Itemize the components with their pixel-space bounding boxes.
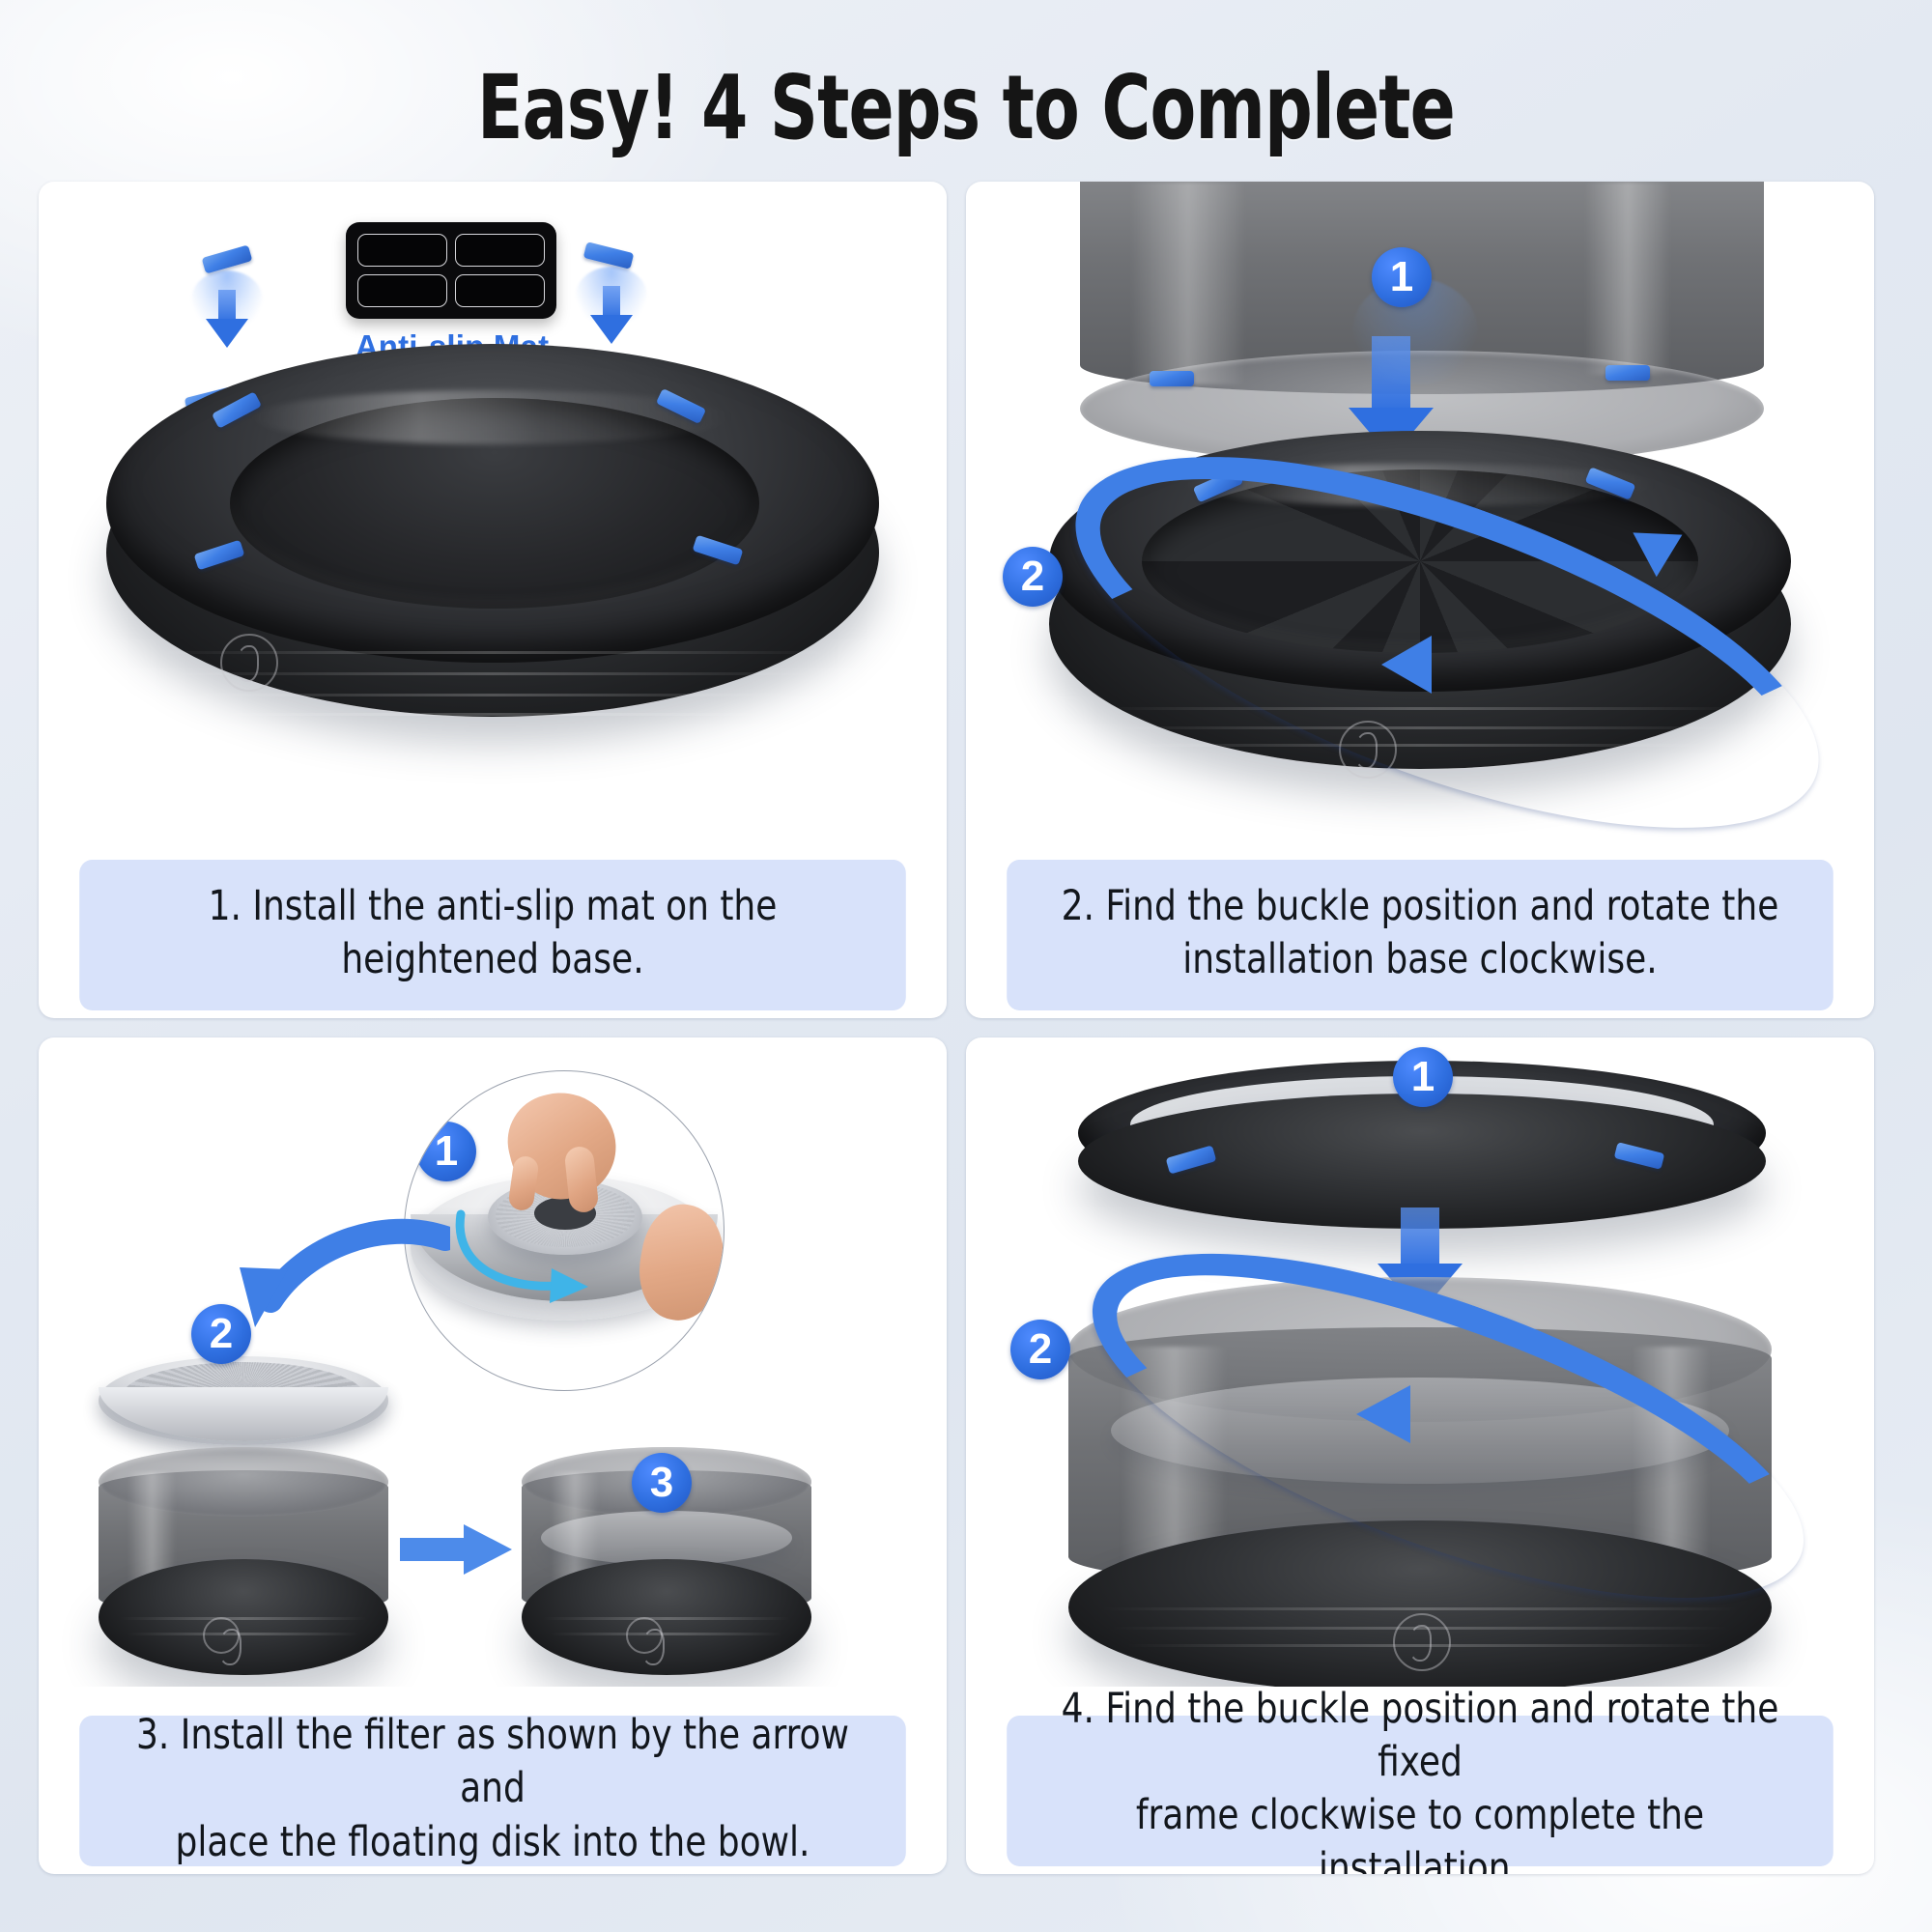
step-4-caption: 4. Find the buckle position and rotate t…	[1007, 1685, 1833, 1874]
step-1-illustration: Anti-slip Mat	[39, 182, 947, 858]
brand-logo-icon	[626, 1617, 665, 1665]
caption-line: place the floating disk into the bowl.	[175, 1817, 810, 1866]
caption-line: 2. Find the buckle position and rotate t…	[1061, 881, 1779, 930]
brand-logo-icon	[203, 1617, 242, 1665]
arrow-head	[1381, 636, 1432, 694]
mat-cell	[455, 274, 545, 307]
bowl-left-base	[99, 1559, 388, 1675]
disk-inside-bowl	[541, 1511, 792, 1565]
badge-2: 2	[1003, 547, 1063, 607]
disk-inside-assembly	[1111, 1378, 1729, 1484]
installation-base	[1049, 431, 1791, 817]
heightened-base	[106, 344, 879, 827]
page-title: Easy! 4 Steps to Complete	[476, 56, 1456, 159]
base-dish	[230, 398, 759, 609]
step-panel-1: Anti-slip Mat	[39, 182, 947, 1018]
badge-2: 2	[191, 1304, 251, 1364]
tank-highlight	[1633, 1347, 1710, 1559]
badge-3: 3	[632, 1453, 692, 1513]
step-4-illustration: 1 2	[966, 1037, 1874, 1687]
step-2-caption: 2. Find the buckle position and rotate t…	[1007, 860, 1833, 1010]
steps-grid: Anti-slip Mat	[39, 182, 1893, 1911]
insert-arrow-icon	[400, 1524, 512, 1575]
mat-pad-installed	[211, 391, 263, 429]
badge-1: 1	[416, 1122, 476, 1181]
buckle-tab	[1605, 365, 1650, 381]
tank-highlight	[1130, 182, 1246, 384]
mat-pad-installed	[193, 539, 245, 571]
bowl-right-base	[522, 1559, 811, 1675]
caption-line: 3. Install the filter as shown by the ar…	[136, 1711, 849, 1813]
mat-cell	[357, 274, 447, 307]
base-vanes	[1142, 469, 1698, 653]
mat-cell	[455, 234, 545, 267]
tank-highlight	[1121, 1347, 1227, 1569]
tank-highlight	[1584, 182, 1671, 375]
mat-cell	[357, 234, 447, 267]
step-1-caption: 1. Install the anti-slip mat on the heig…	[79, 860, 906, 1010]
rotate-arrow-icon	[455, 1209, 588, 1303]
brand-logo-icon	[1339, 721, 1397, 779]
anti-slip-mat-card	[346, 222, 556, 319]
brand-logo-icon	[1393, 1613, 1451, 1671]
caption-line: 4. Find the buckle position and rotate t…	[1061, 1684, 1779, 1786]
floating-disk-side	[99, 1387, 388, 1441]
caption-line: 1. Install the anti-slip mat on the	[208, 881, 778, 930]
filter-rotation-photo: 1	[404, 1070, 724, 1391]
brand-logo-icon	[220, 634, 278, 692]
badge-1: 1	[1393, 1047, 1453, 1107]
badge-1: 1	[1372, 247, 1432, 307]
transfer-arrow-icon	[240, 1218, 450, 1327]
base-highlight	[251, 390, 734, 444]
caption-line: frame clockwise to complete the installa…	[1135, 1791, 1705, 1874]
arrow-head	[1356, 1385, 1410, 1443]
caption-line: heightened base.	[341, 935, 644, 983]
step-3-illustration: 1 2	[39, 1037, 947, 1687]
bowl-left-top	[99, 1447, 388, 1517]
step-panel-2: 1	[966, 182, 1874, 1018]
step-panel-3: 1 2	[39, 1037, 947, 1874]
caption-line: installation base clockwise.	[1182, 935, 1658, 983]
buckle-tab	[1150, 371, 1194, 386]
rotate-clockwise-arrow	[1053, 1182, 1843, 1669]
step-2-illustration: 1	[966, 182, 1874, 858]
step-3-caption: 3. Install the filter as shown by the ar…	[79, 1711, 906, 1866]
base-rim	[106, 344, 879, 663]
badge-2: 2	[1010, 1320, 1070, 1379]
step-panel-4: 1 2	[966, 1037, 1874, 1874]
mat-pad-floating	[582, 242, 635, 270]
